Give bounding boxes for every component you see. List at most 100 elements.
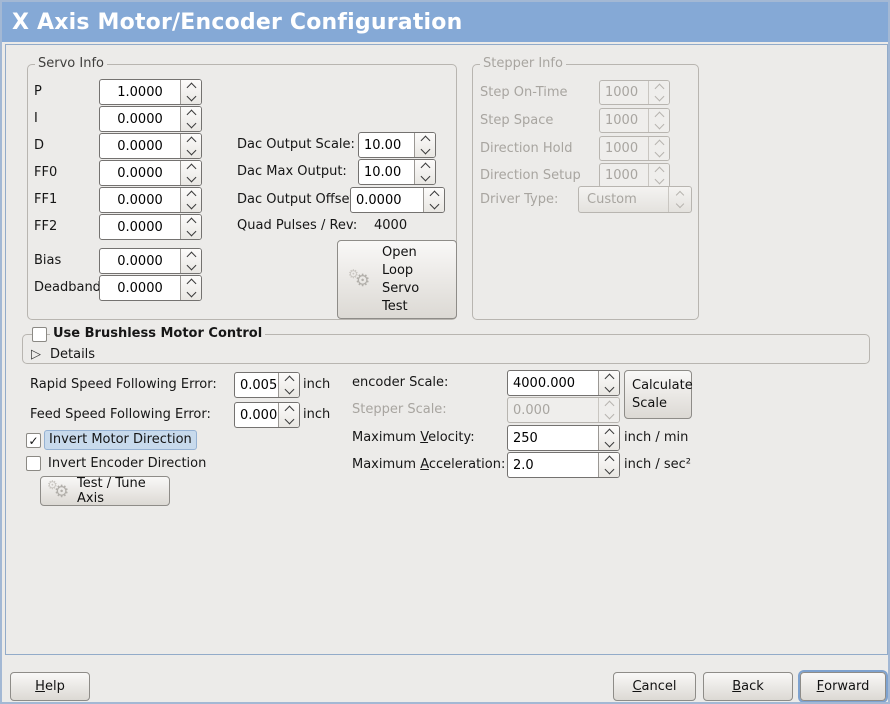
spin-down-icon [649, 119, 669, 133]
p-value: 1.0000 [117, 84, 163, 100]
rapid-following-error-unit: inch [303, 377, 331, 392]
ff2-label: FF2 [34, 219, 58, 234]
spin-down-icon[interactable] [181, 118, 201, 131]
spin-down-icon[interactable] [599, 464, 619, 477]
dac-max-output-spinbox[interactable]: 10.00 [358, 159, 436, 185]
i-value: 0.0000 [117, 111, 163, 127]
d-spin-buttons[interactable] [180, 134, 201, 158]
step-on-time-value: 1000 [605, 85, 639, 100]
spin-down-icon[interactable] [599, 382, 619, 395]
quad-pulses-label: Quad Pulses / Rev: [237, 218, 358, 233]
deadband-spin-buttons[interactable] [180, 276, 201, 300]
step-on-time-label: Step On-Time [480, 85, 568, 100]
stepper-scale-label: Stepper Scale: [352, 402, 447, 417]
p-label: P [34, 84, 42, 99]
use-brushless-checkbox[interactable] [32, 327, 47, 342]
max-acceleration-spinbox[interactable]: 2.0 [507, 452, 620, 478]
spin-down-icon[interactable] [415, 144, 435, 157]
ff2-spinbox[interactable]: 0.0000 [99, 214, 202, 240]
invert-encoder-checkbox[interactable] [26, 456, 41, 471]
check-icon: ✓ [28, 433, 39, 448]
ff1-spinbox[interactable]: 0.0000 [99, 187, 202, 213]
details-expander-label[interactable]: Details [50, 347, 96, 362]
i-spin-buttons[interactable] [180, 107, 201, 131]
max-velocity-value: 250 [513, 430, 538, 446]
spin-down-icon[interactable] [181, 287, 201, 300]
test-tune-axis-button[interactable]: ⚙⚙ Test / Tune Axis [40, 476, 170, 506]
dac-max-output-value: 10.00 [364, 164, 402, 180]
feed-spin-buttons[interactable] [278, 403, 299, 427]
spin-down-icon[interactable] [181, 199, 201, 212]
encoder-scale-spinbox[interactable]: 4000.000 [507, 370, 620, 396]
stepper-scale-spinbox: 0.000 [507, 397, 620, 423]
p-spin-buttons[interactable] [180, 80, 201, 104]
spin-down-icon[interactable] [181, 145, 201, 158]
dac-max-output-spin-buttons[interactable] [414, 160, 435, 184]
expander-arrow-icon[interactable]: ▷ [31, 347, 41, 362]
spin-down-icon[interactable] [181, 226, 201, 239]
ff1-spin-buttons[interactable] [180, 188, 201, 212]
spin-down-icon[interactable] [181, 91, 201, 104]
invert-encoder-label[interactable]: Invert Encoder Direction [48, 456, 207, 471]
bias-value: 0.0000 [117, 253, 163, 269]
spin-down-icon[interactable] [181, 172, 201, 185]
spin-down-icon[interactable] [599, 437, 619, 450]
bias-spin-buttons[interactable] [180, 249, 201, 273]
ff0-spinbox[interactable]: 0.0000 [99, 160, 202, 186]
use-brushless-label[interactable]: Use Brushless Motor Control [50, 326, 266, 342]
deadband-spinbox[interactable]: 0.0000 [99, 275, 202, 301]
bias-spinbox[interactable]: 0.0000 [99, 248, 202, 274]
invert-motor-checkbox[interactable]: ✓ [26, 433, 41, 448]
encoder-scale-spin-buttons[interactable] [598, 371, 619, 395]
driver-type-value: Custom [587, 192, 637, 207]
spin-down-icon [649, 147, 669, 161]
max-acceleration-spin-buttons[interactable] [598, 453, 619, 477]
step-space-label: Step Space [480, 113, 554, 128]
ff2-value: 0.0000 [117, 219, 163, 235]
stepper-scale-value: 0.000 [513, 402, 551, 418]
calculate-scale-button[interactable]: Calculate Scale [624, 370, 693, 419]
step-space-spinbox: 1000 [599, 108, 670, 133]
dac-output-offset-spinbox[interactable]: 0.0000 [350, 187, 445, 213]
max-velocity-spinbox[interactable]: 250 [507, 425, 620, 451]
spin-down-icon[interactable] [279, 414, 299, 427]
encoder-scale-value: 4000.000 [513, 375, 576, 391]
dac-output-offset-spin-buttons[interactable] [423, 188, 444, 212]
ff2-spin-buttons[interactable] [180, 215, 201, 239]
ff1-value: 0.0000 [117, 192, 163, 208]
page-header: X Axis Motor/Encoder Configuration [2, 2, 888, 42]
ff0-label: FF0 [34, 165, 58, 180]
spin-down-icon[interactable] [181, 260, 201, 273]
dac-output-scale-spinbox[interactable]: 10.00 [358, 132, 436, 158]
d-spinbox[interactable]: 0.0000 [99, 133, 202, 159]
servo-info-legend: Servo Info [35, 57, 107, 71]
max-velocity-spin-buttons[interactable] [598, 426, 619, 450]
open-loop-servo-test-label: Open Loop Servo Test [382, 244, 420, 314]
ff0-spin-buttons[interactable] [180, 161, 201, 185]
stepper-info-legend: Stepper Info [480, 57, 566, 71]
invert-motor-label[interactable]: Invert Motor Direction [44, 430, 197, 450]
max-velocity-unit: inch / min [624, 430, 689, 445]
rapid-spin-buttons[interactable] [278, 373, 299, 397]
direction-hold-spin-buttons [648, 137, 669, 160]
direction-setup-spinbox: 1000 [599, 163, 670, 188]
driver-type-combobox: Custom [578, 186, 692, 213]
p-spinbox[interactable]: 1.0000 [99, 79, 202, 105]
dac-output-scale-spin-buttons[interactable] [414, 133, 435, 157]
step-space-value: 1000 [605, 113, 639, 128]
spin-down-icon[interactable] [415, 171, 435, 184]
open-loop-servo-test-button[interactable]: ⚙⚙ Open Loop Servo Test [337, 240, 457, 319]
feed-following-error-spinbox[interactable]: 0.0005 [234, 402, 300, 428]
quad-pulses-value: 4000 [374, 218, 408, 233]
spin-down-icon[interactable] [279, 384, 299, 397]
i-spinbox[interactable]: 0.0000 [99, 106, 202, 132]
rapid-following-error-value: 0.0050 [240, 377, 278, 393]
dac-output-scale-label: Dac Output Scale: [237, 137, 355, 152]
rapid-following-error-spinbox[interactable]: 0.0050 [234, 372, 300, 398]
direction-setup-label: Direction Setup [480, 168, 581, 183]
spin-down-icon[interactable] [424, 199, 444, 212]
